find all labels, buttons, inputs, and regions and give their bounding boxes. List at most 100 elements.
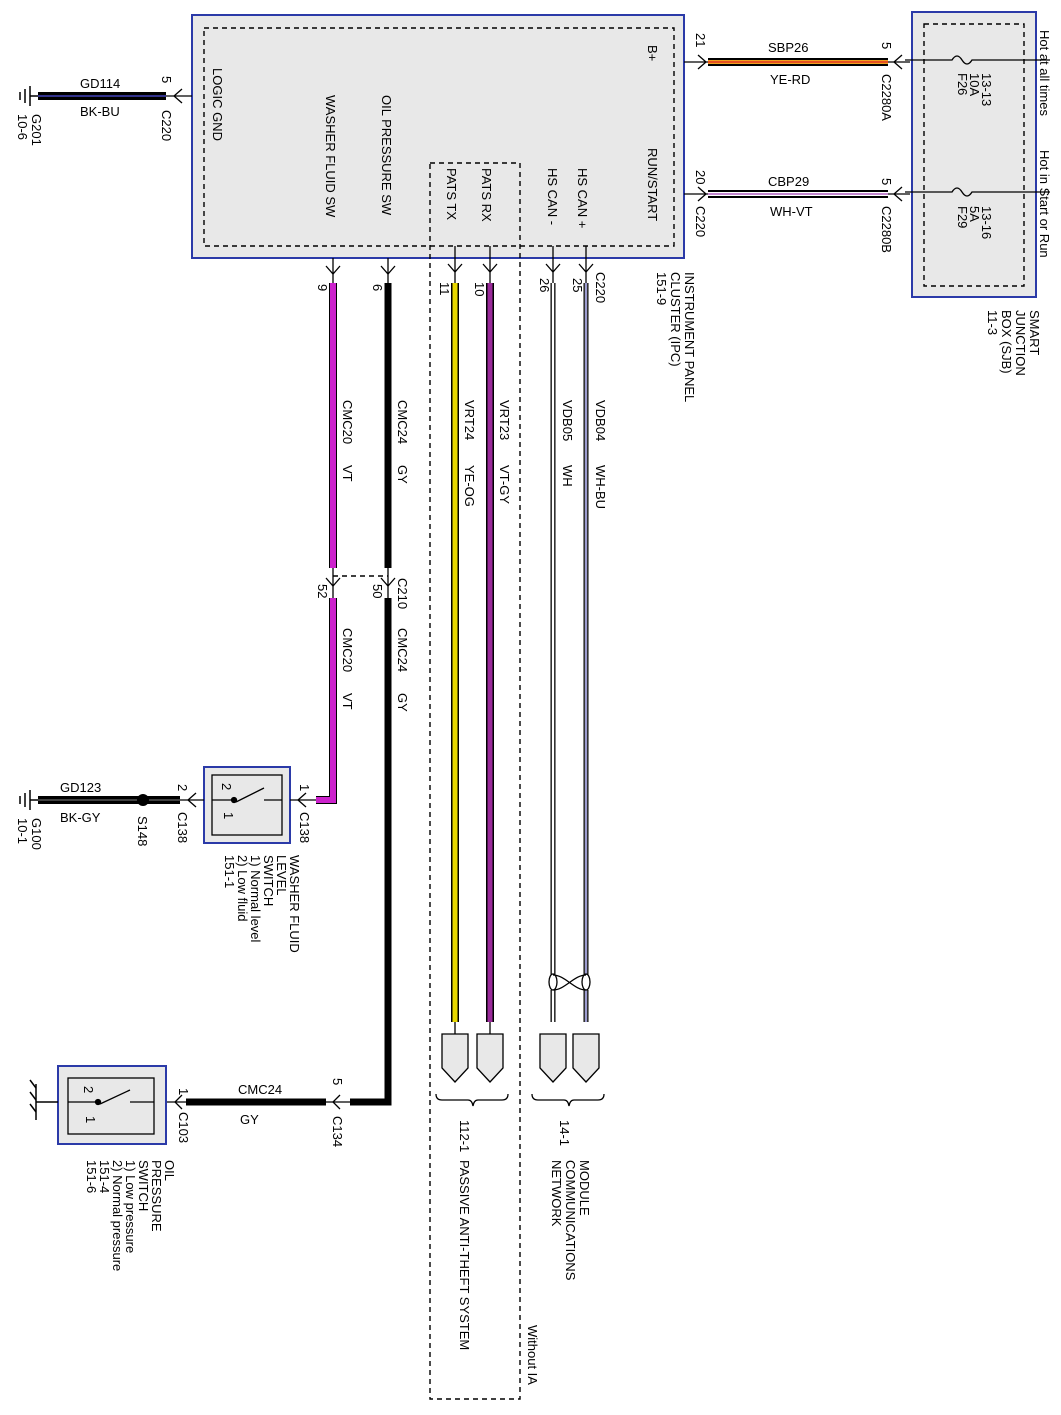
vrt24-circuit: VRT24 <box>462 400 477 440</box>
sjb-module[interactable] <box>911 11 1037 298</box>
oil-switch-pos1: 1 <box>83 1116 98 1123</box>
mcn-name-line-2: COMMUNICATIONS <box>563 1160 578 1281</box>
washer-switch-name-6: 151-1 <box>222 855 237 888</box>
ipc-pin-washer-fluid-sw: WASHER FLUID SW <box>323 95 338 218</box>
cmc24-pin-ipc: 6 <box>370 284 385 291</box>
gd114-circuit: GD114 <box>80 76 120 91</box>
connector-arrow-icon <box>297 792 307 808</box>
connector-arrow-icon <box>325 577 341 587</box>
washer-switch-pos1: 1 <box>221 812 236 819</box>
ipc-pin-pats-rx: PATS RX <box>479 168 494 222</box>
cmc24-circuit-upper: CMC24 <box>395 400 410 444</box>
c138-left-connector: C138 <box>175 812 190 843</box>
without-ia-label: Without IA <box>525 1325 540 1385</box>
oil-switch-name-5: 2) Normal pressure <box>110 1160 125 1271</box>
washer-fluid-level-switch[interactable] <box>203 766 291 844</box>
connector-arrow-icon <box>447 263 463 273</box>
connector-arrow-icon <box>893 186 903 202</box>
cbp29-ipc-pin: 20 <box>693 170 708 184</box>
vrt24-pin: 11 <box>437 282 452 296</box>
cbp29-sjb-connector: C2280B <box>879 206 894 253</box>
cmc20-color-upper: VT <box>340 465 355 482</box>
cmc20-pin-ipc: 9 <box>315 284 330 291</box>
connector-arrow-icon <box>545 263 561 273</box>
g100-ref: 10-1 <box>15 818 30 844</box>
pats-system-name: PASSIVE ANTI-THEFT SYSTEM <box>457 1160 472 1350</box>
cmc24-pin-c210: 50 <box>370 584 385 598</box>
fuse-f26-ref: 13-13 <box>979 73 994 106</box>
washer-switch-name-2: LEVEL <box>274 855 289 895</box>
sbp26-color: YE-RD <box>770 72 810 87</box>
ipc-pin-hs-can-plus: HS CAN + <box>575 168 590 228</box>
ipc-pin-run-start: RUN/START <box>645 148 660 221</box>
case-ground-icon <box>29 1079 58 1120</box>
fuse-f29-rating: 5A <box>967 206 982 222</box>
ipc-pin-b-plus: B+ <box>645 45 660 61</box>
sjb-name-line-2: JUNCTION <box>1013 310 1028 376</box>
ipc-pin-hs-can-minus: HS CAN - <box>545 168 560 225</box>
wire-cmc24[interactable] <box>186 283 392 1106</box>
c103-connector: C103 <box>176 1112 191 1143</box>
mcn-name-line-1: MODULE <box>577 1160 592 1216</box>
cmc20-circuit-upper: CMC20 <box>340 400 355 444</box>
gd123-color: BK-GY <box>60 810 101 825</box>
pats-page-ref: 112-1 <box>457 1120 472 1152</box>
ipc-name-line-1: INSTRUMENT PANEL <box>682 272 697 402</box>
g201-ref: 10-6 <box>15 114 30 140</box>
oil-switch-name-1: OIL <box>162 1160 177 1181</box>
cmc24-circuit-lower: CMC24 <box>395 628 410 672</box>
fuse-f26-rating: 10A <box>967 73 982 96</box>
switch-contact-icon <box>212 787 282 804</box>
pats-brace-icon <box>435 1093 509 1107</box>
cmc24-bottom-circuit: CMC24 <box>238 1082 282 1097</box>
hot-at-all-times-label: Hot at all times <box>1037 30 1052 116</box>
cbp29-ipc-connector: C220 <box>693 206 708 237</box>
connector-arrow-icon <box>173 88 183 104</box>
hs-can-plus-connector-icon <box>572 1033 600 1083</box>
fuse-f29-name: F29 <box>955 206 970 228</box>
ipc-pin-oil-pressure-sw: OIL PRESSURE SW <box>379 95 394 216</box>
mcn-brace-icon <box>531 1093 605 1107</box>
ground-icon <box>19 86 38 106</box>
gd114-color: BK-BU <box>80 104 120 119</box>
vrt24-color: YE-OG <box>462 465 477 507</box>
cbp29-circuit: CBP29 <box>768 174 809 189</box>
cmc20-circuit-lower: CMC20 <box>340 628 355 672</box>
sjb-name-line-3: BOX (SJB) <box>999 310 1014 374</box>
hot-in-start-or-run-label: Hot in Start or Run <box>1037 150 1052 258</box>
washer-switch-name-5: 2) Low fluid <box>235 855 250 921</box>
oil-switch-pos2: 2 <box>81 1086 96 1093</box>
switch-contact-icon <box>68 1089 154 1106</box>
oil-switch-name-6: 151-4 <box>97 1160 112 1193</box>
connector-arrow-icon <box>893 54 903 70</box>
ipc-module[interactable] <box>191 14 685 259</box>
pats-tx-connector-icon <box>441 1033 469 1083</box>
ipc-name-line-3: 151-9 <box>654 272 669 305</box>
cmc20-pin-c210: 52 <box>315 584 330 598</box>
vdb05-circuit: VDB05 <box>560 400 575 441</box>
wire-cmc20[interactable] <box>316 283 337 804</box>
cmc24-color-lower: GY <box>395 693 410 712</box>
splice-s148-icon <box>137 794 149 806</box>
vdb04-color: WH-BU <box>593 465 608 509</box>
oil-switch-name-7: 151-6 <box>84 1160 99 1193</box>
sjb-name-line-1: SMART <box>1027 310 1042 355</box>
mcn-page-ref: 14-1 <box>557 1120 572 1146</box>
hs-can-minus-connector-icon <box>539 1033 567 1083</box>
vrt23-pin: 10 <box>472 282 487 296</box>
vdb04-pin: 25 <box>570 278 585 292</box>
s148-splice: S148 <box>135 816 150 846</box>
washer-switch-name-1: WASHER FLUID <box>287 855 302 953</box>
connector-arrow-icon <box>578 263 594 273</box>
ipc-pin-logic-gnd: LOGIC GND <box>210 68 225 141</box>
cbp29-sjb-pin: 5 <box>879 178 894 185</box>
twisted-pair-icon <box>552 974 587 991</box>
connector-arrow-icon <box>187 792 197 808</box>
pats-rx-connector-icon <box>476 1033 504 1083</box>
oil-pressure-switch[interactable] <box>57 1065 167 1145</box>
sbp26-sjb-connector: C2280A <box>879 74 894 121</box>
connector-arrow-icon <box>482 263 498 273</box>
c210-connector: C210 <box>395 578 410 609</box>
connector-arrow-icon <box>697 54 707 70</box>
